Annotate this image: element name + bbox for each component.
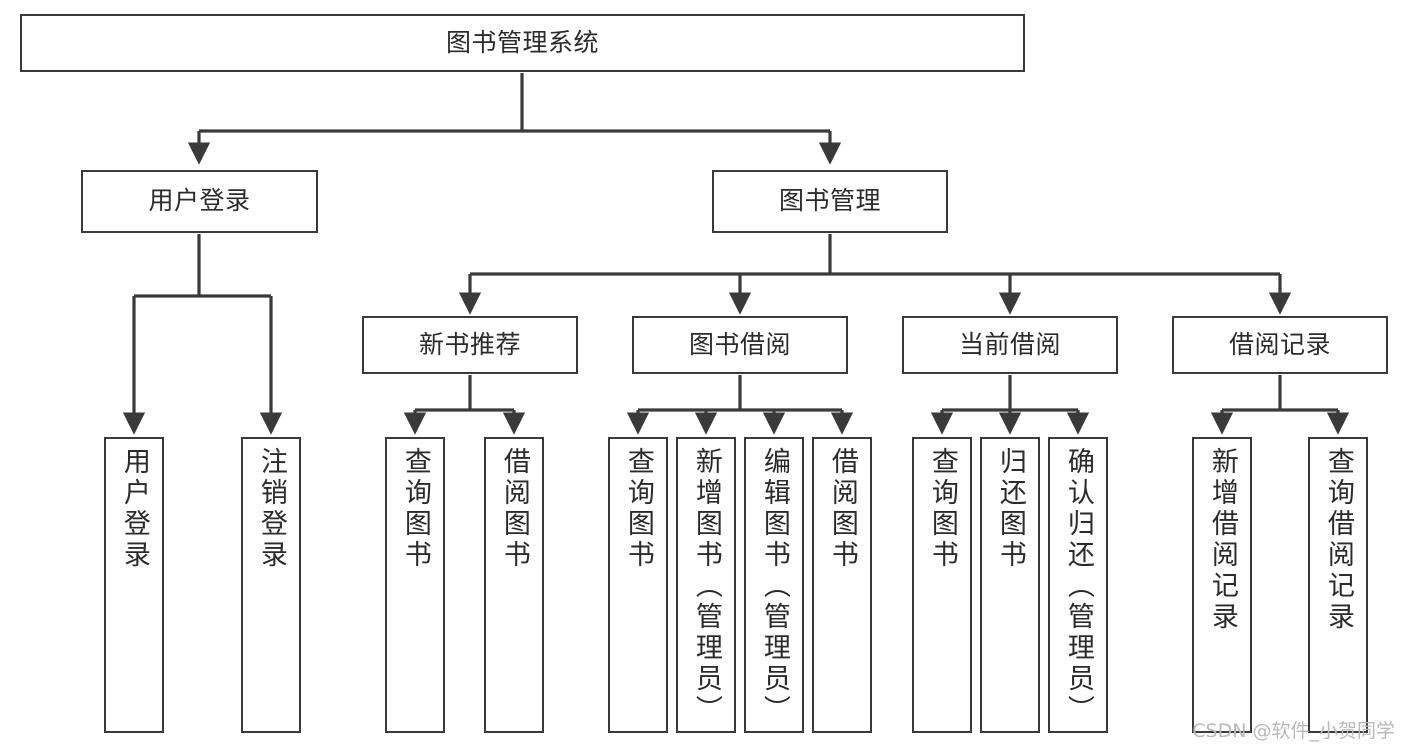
node-book-borrow[interactable]: 图书借阅 (632, 316, 848, 374)
leaf-edit-book-admin[interactable]: 编辑图书（管理员） (744, 437, 804, 733)
leaf-return-book[interactable]: 归还图书 (980, 437, 1040, 733)
node-label: 编辑图书（管理员） (758, 447, 790, 726)
node-label: 查询图书 (926, 447, 958, 571)
node-label: 用户登录 (148, 186, 251, 216)
node-label: 查询借阅记录 (1322, 447, 1354, 633)
node-label: 当前借阅 (958, 329, 1061, 359)
leaf-add-book-admin[interactable]: 新增图书（管理员） (676, 437, 736, 733)
csdn-watermark: CSDN @软件_小贺同学 (1192, 720, 1395, 742)
node-book-manage[interactable]: 图书管理 (712, 170, 948, 233)
node-label: 新增借阅记录 (1206, 447, 1238, 633)
leaf-query-book-borrow[interactable]: 查询图书 (608, 437, 668, 733)
leaf-query-borrow-record[interactable]: 查询借阅记录 (1308, 437, 1368, 733)
node-label: 新书推荐 (418, 329, 521, 359)
leaf-user-logout[interactable]: 注销登录 (241, 437, 301, 733)
leaf-add-borrow-record[interactable]: 新增借阅记录 (1192, 437, 1252, 733)
node-label: 归还图书 (994, 447, 1026, 571)
node-label: 注销登录 (255, 447, 287, 571)
node-label: 确认归还（管理员） (1062, 447, 1094, 726)
node-label: 用户登录 (118, 447, 150, 571)
node-root-book-management-system[interactable]: 图书管理系统 (20, 14, 1025, 72)
node-label: 借阅图书 (826, 447, 858, 571)
node-label: 借阅记录 (1228, 329, 1331, 359)
leaf-confirm-return-admin[interactable]: 确认归还（管理员） (1048, 437, 1108, 733)
node-current-borrow[interactable]: 当前借阅 (902, 316, 1118, 374)
node-new-book-recommendation[interactable]: 新书推荐 (362, 316, 578, 374)
leaf-query-book-current[interactable]: 查询图书 (912, 437, 972, 733)
node-label: 查询图书 (622, 447, 654, 571)
node-label: 借阅图书 (498, 447, 530, 571)
leaf-borrow-book[interactable]: 借阅图书 (812, 437, 872, 733)
node-label: 图书借阅 (688, 329, 791, 359)
node-label: 查询图书 (399, 447, 431, 571)
leaf-user-login[interactable]: 用户登录 (104, 437, 164, 733)
node-borrow-record[interactable]: 借阅记录 (1172, 316, 1388, 374)
node-user-login[interactable]: 用户登录 (81, 170, 318, 233)
node-label: 新增图书（管理员） (690, 447, 722, 726)
leaf-borrow-book-recommendation[interactable]: 借阅图书 (484, 437, 544, 733)
leaf-query-book-recommendation[interactable]: 查询图书 (385, 437, 445, 733)
node-label: 图书管理系统 (445, 27, 599, 57)
node-label: 图书管理 (778, 186, 881, 216)
